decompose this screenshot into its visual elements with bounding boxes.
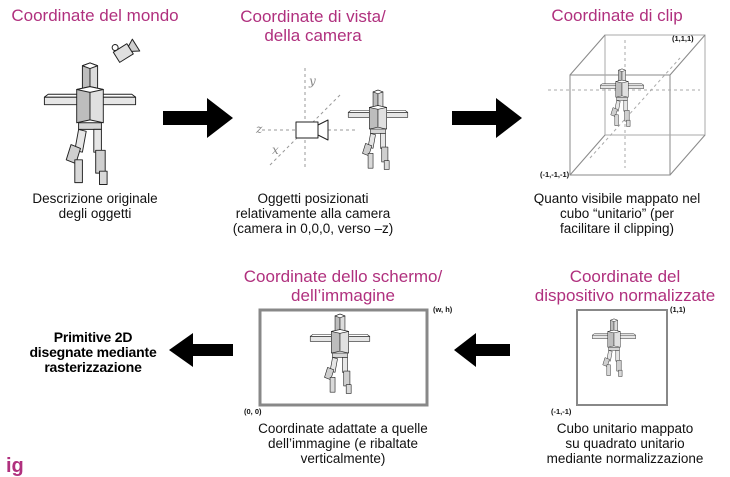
ndc-heading: Coordinate del dispositivo normalizzate bbox=[534, 267, 716, 305]
ndc-frame bbox=[576, 309, 668, 406]
final-caption: Primitive 2D disegnate mediante rasteriz… bbox=[29, 329, 157, 375]
clip-corner-min: (-1,-1,-1) bbox=[540, 170, 570, 179]
clip-heading: Coordinate di clip bbox=[551, 6, 683, 25]
world-caption: Descrizione originale degli oggetti bbox=[32, 191, 158, 221]
screen-heading: Coordinate dello schermo/ dell’immagine bbox=[243, 267, 443, 305]
view-axis-y: y bbox=[309, 74, 316, 88]
footer-fragment: ig bbox=[6, 455, 24, 477]
clip-caption: Quanto visibile mappato nel cubo “unitar… bbox=[533, 191, 701, 236]
screen-corner-min: (0, 0) bbox=[244, 407, 262, 416]
clip-corner-max: (1,1,1) bbox=[672, 34, 694, 43]
screen-corner-max: (w, h) bbox=[433, 305, 453, 314]
screen-frame bbox=[258, 308, 429, 407]
ndc-caption: Cubo unitario mappato su quadrato unitar… bbox=[546, 421, 704, 466]
view-axis-x: x bbox=[272, 143, 279, 157]
view-heading: Coordinate di vista/ della camera bbox=[240, 7, 386, 45]
arrow-world-to-view bbox=[163, 98, 233, 138]
view-caption: Oggetti posizionati relativamente alla c… bbox=[232, 191, 394, 236]
ndc-corner-min: (-1,-1) bbox=[551, 407, 572, 416]
arrow-view-to-clip bbox=[452, 98, 522, 138]
screen-caption: Coordinate adattate a quelle dell’immagi… bbox=[258, 421, 428, 466]
view-axis-z: z bbox=[256, 122, 263, 136]
clip-cube bbox=[548, 34, 706, 176]
arrow-screen-to-final bbox=[169, 333, 233, 367]
view-axes bbox=[262, 68, 409, 170]
camera-icon bbox=[111, 38, 141, 63]
arrow-ndc-to-screen bbox=[454, 333, 510, 367]
world-heading: Coordinate del mondo bbox=[11, 6, 179, 25]
ndc-corner-max: (1,1) bbox=[670, 305, 686, 314]
